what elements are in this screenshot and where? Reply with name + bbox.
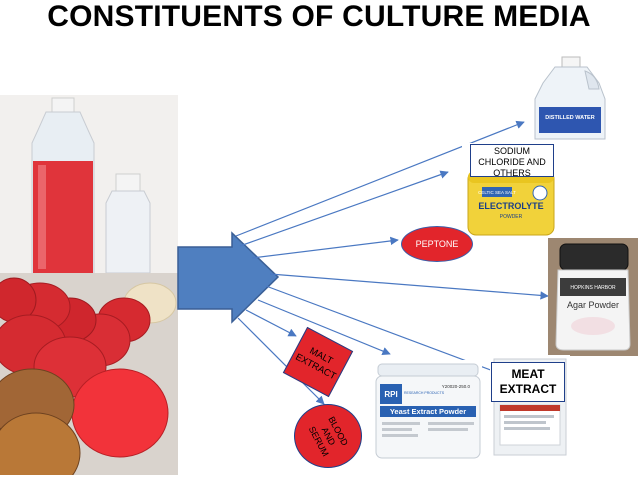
distilled-label-text: DISTILLED WATER xyxy=(545,115,594,121)
culture-media-photo xyxy=(0,95,178,475)
main-arrow xyxy=(177,231,280,324)
yeast-code-text: Y20020-250.0 xyxy=(442,384,471,389)
distilled-water-jug: DISTILLED WATER xyxy=(525,55,615,145)
yeast-brand-text: RPI xyxy=(384,390,397,399)
arrow-to-agar xyxy=(269,273,549,300)
arrow-to-blood-serum xyxy=(237,317,325,405)
blood-serum-label: BLOOD AND SERUM xyxy=(306,414,350,458)
yeast-extract-jar: RPI RESEARCH PRODUCTS Y20020-250.0 Yeast… xyxy=(374,360,482,462)
yeast-name-text: Yeast Extract Powder xyxy=(390,407,466,416)
meat-extract-text: MEAT EXTRACT xyxy=(499,367,557,396)
arrow-to-electrolyte xyxy=(239,170,449,247)
page-title: CONSTITUENTS OF CULTURE MEDIA xyxy=(47,0,591,33)
sodium-chloride-label: SODIUM CHLORIDE AND OTHERS xyxy=(470,144,554,178)
peptone-badge: PEPTONE xyxy=(401,226,473,262)
arrow-to-peptone xyxy=(251,236,399,259)
arrow-to-distilled-water xyxy=(235,120,525,237)
peptone-label: PEPTONE xyxy=(415,239,459,249)
blood-serum-badge: BLOOD AND SERUM xyxy=(294,404,362,468)
meat-extract-label: MEAT EXTRACT xyxy=(491,362,565,402)
arrow-to-malt-extract xyxy=(245,309,297,337)
agar-powder-jar: HOPKINS HARBOR Agar Powder xyxy=(548,238,638,356)
arrow-to-yeast-extract xyxy=(257,299,391,356)
electrolyte-brand-text: CELTIC SEA SALT xyxy=(478,190,516,195)
electrolyte-name-text: ELECTROLYTE xyxy=(478,201,543,211)
malt-extract-label: MALT EXTRACT xyxy=(293,345,338,383)
yeast-brand-sub-text: RESEARCH PRODUCTS xyxy=(404,391,445,395)
electrolyte-sub-text: POWDER xyxy=(500,214,523,220)
agar-name-text: Agar Powder xyxy=(567,300,619,310)
agar-brand-text: HOPKINS HARBOR xyxy=(570,285,616,291)
